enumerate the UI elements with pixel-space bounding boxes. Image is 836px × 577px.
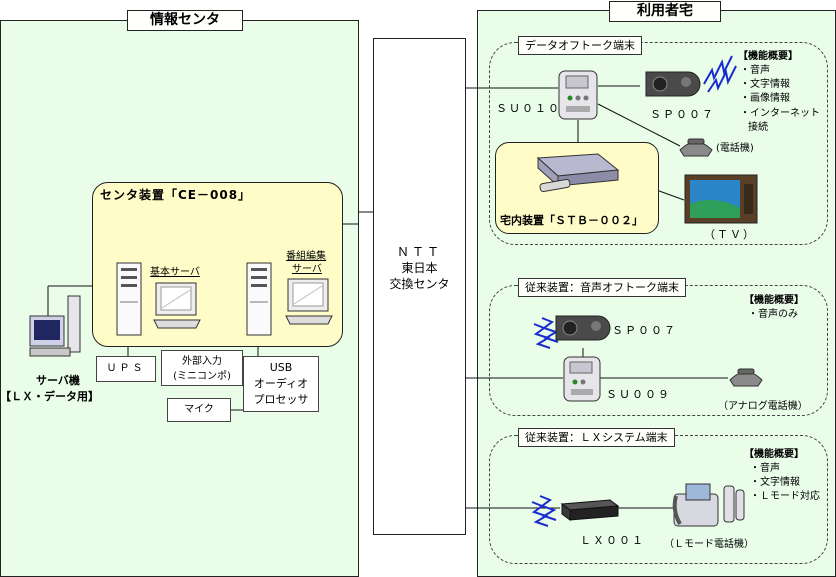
data-talk-features-title: 【機能概要】 — [738, 51, 798, 62]
lx001-label: ＬＸ００１ — [580, 534, 645, 547]
external-input-line1: 外部入力 — [182, 356, 222, 367]
lx-feature-3: ・Ｌモード対応 — [750, 491, 820, 502]
sp007-label: ＳＰ００７ — [650, 108, 715, 121]
data-talk-phone-label: (電話機) — [716, 143, 754, 154]
lx-feature-2: ・文字情報 — [750, 477, 800, 488]
su010-label: ＳＵ０１０ — [496, 102, 561, 115]
ntt-line3: 交換センタ — [389, 277, 450, 291]
basic-server-monitor-icon — [152, 282, 202, 334]
su009-device-icon — [563, 356, 601, 406]
voice-talk-label: 従来装置：音声オフトーク端末 — [518, 278, 686, 297]
user-title: 利用者宅 — [609, 1, 721, 22]
lx-phone-label: （Ｌモード電話機） — [664, 539, 754, 550]
usb-line2: オーディオ — [253, 377, 309, 390]
data-talk-feature-1: ・音声 — [740, 65, 770, 76]
l-mode-phone-icon — [672, 480, 746, 534]
server-machine-icon — [28, 290, 82, 364]
basic-server-label: 基本サーバ — [150, 267, 200, 278]
lx-label: 従来装置：ＬＸシステム端末 — [518, 428, 675, 447]
sp007-speaker-icon — [642, 68, 702, 104]
mic-box: マイク — [167, 398, 231, 422]
server-machine-label-2: 【ＬＸ・データ用】 — [0, 390, 99, 403]
ntt-line2: 東日本 — [401, 261, 438, 275]
lx-features-title: 【機能概要】 — [744, 449, 804, 460]
voice-sp007-label: ＳＰ００７ — [612, 324, 677, 337]
program-server-tower-icon — [246, 262, 272, 340]
program-server-label-2: サーバ — [292, 264, 322, 275]
data-talk-feature-3: ・画像情報 — [740, 93, 790, 104]
external-input-line2: (ミニコンポ) — [173, 371, 231, 382]
ntt-line1: ＮＴＴ — [396, 245, 442, 259]
ntt-box — [373, 38, 466, 535]
su010-device-icon — [558, 70, 598, 124]
tv-label: （ＴＶ） — [704, 228, 756, 241]
data-talk-feature-5: 接続 — [748, 122, 768, 133]
lx001-device-icon — [560, 496, 620, 526]
analog-phone-icon — [728, 366, 764, 392]
data-talk-section — [489, 42, 828, 245]
stb-device-icon — [532, 150, 622, 200]
data-talk-feature-4: ・インターネット — [740, 108, 820, 119]
usb-line1: USB — [269, 361, 293, 374]
center-title: 情報センタ — [127, 10, 243, 31]
tv-icon — [684, 174, 758, 228]
data-talk-label: データオフトーク端末 — [518, 36, 642, 55]
ups-box: ＵＰＳ — [96, 356, 156, 382]
lx-feature-1: ・音声 — [750, 463, 780, 474]
voice-features-title: 【機能概要】 — [744, 295, 804, 306]
center-apparatus-title: センタ装置「CE－008」 — [100, 188, 252, 202]
program-server-monitor-icon — [284, 278, 334, 332]
phone-icon — [678, 136, 714, 162]
voice-sp007-speaker-icon — [552, 312, 612, 348]
external-input-box: 外部入力 (ミニコンポ) — [161, 350, 243, 386]
basic-server-tower-icon — [116, 262, 142, 340]
su009-label: ＳＵ００９ — [606, 388, 671, 401]
stb-label: 宅内装置「ＳＴＢ－００２」 — [500, 214, 643, 227]
wireless-wave-icon — [531, 55, 737, 527]
usb-line3: プロセッサ — [253, 393, 309, 406]
ntt-label: ＮＴＴ 東日本 交換センタ — [373, 244, 466, 292]
program-server-label-1: 番組編集 — [286, 251, 326, 262]
usb-audio-box: USB オーディオ プロセッサ — [243, 356, 319, 412]
server-machine-label-1: サーバ機 — [36, 374, 80, 387]
voice-phone-label: （アナログ電話機） — [718, 401, 808, 412]
data-talk-feature-2: ・文字情報 — [740, 79, 790, 90]
voice-feature-1: ・音声のみ — [748, 309, 798, 320]
